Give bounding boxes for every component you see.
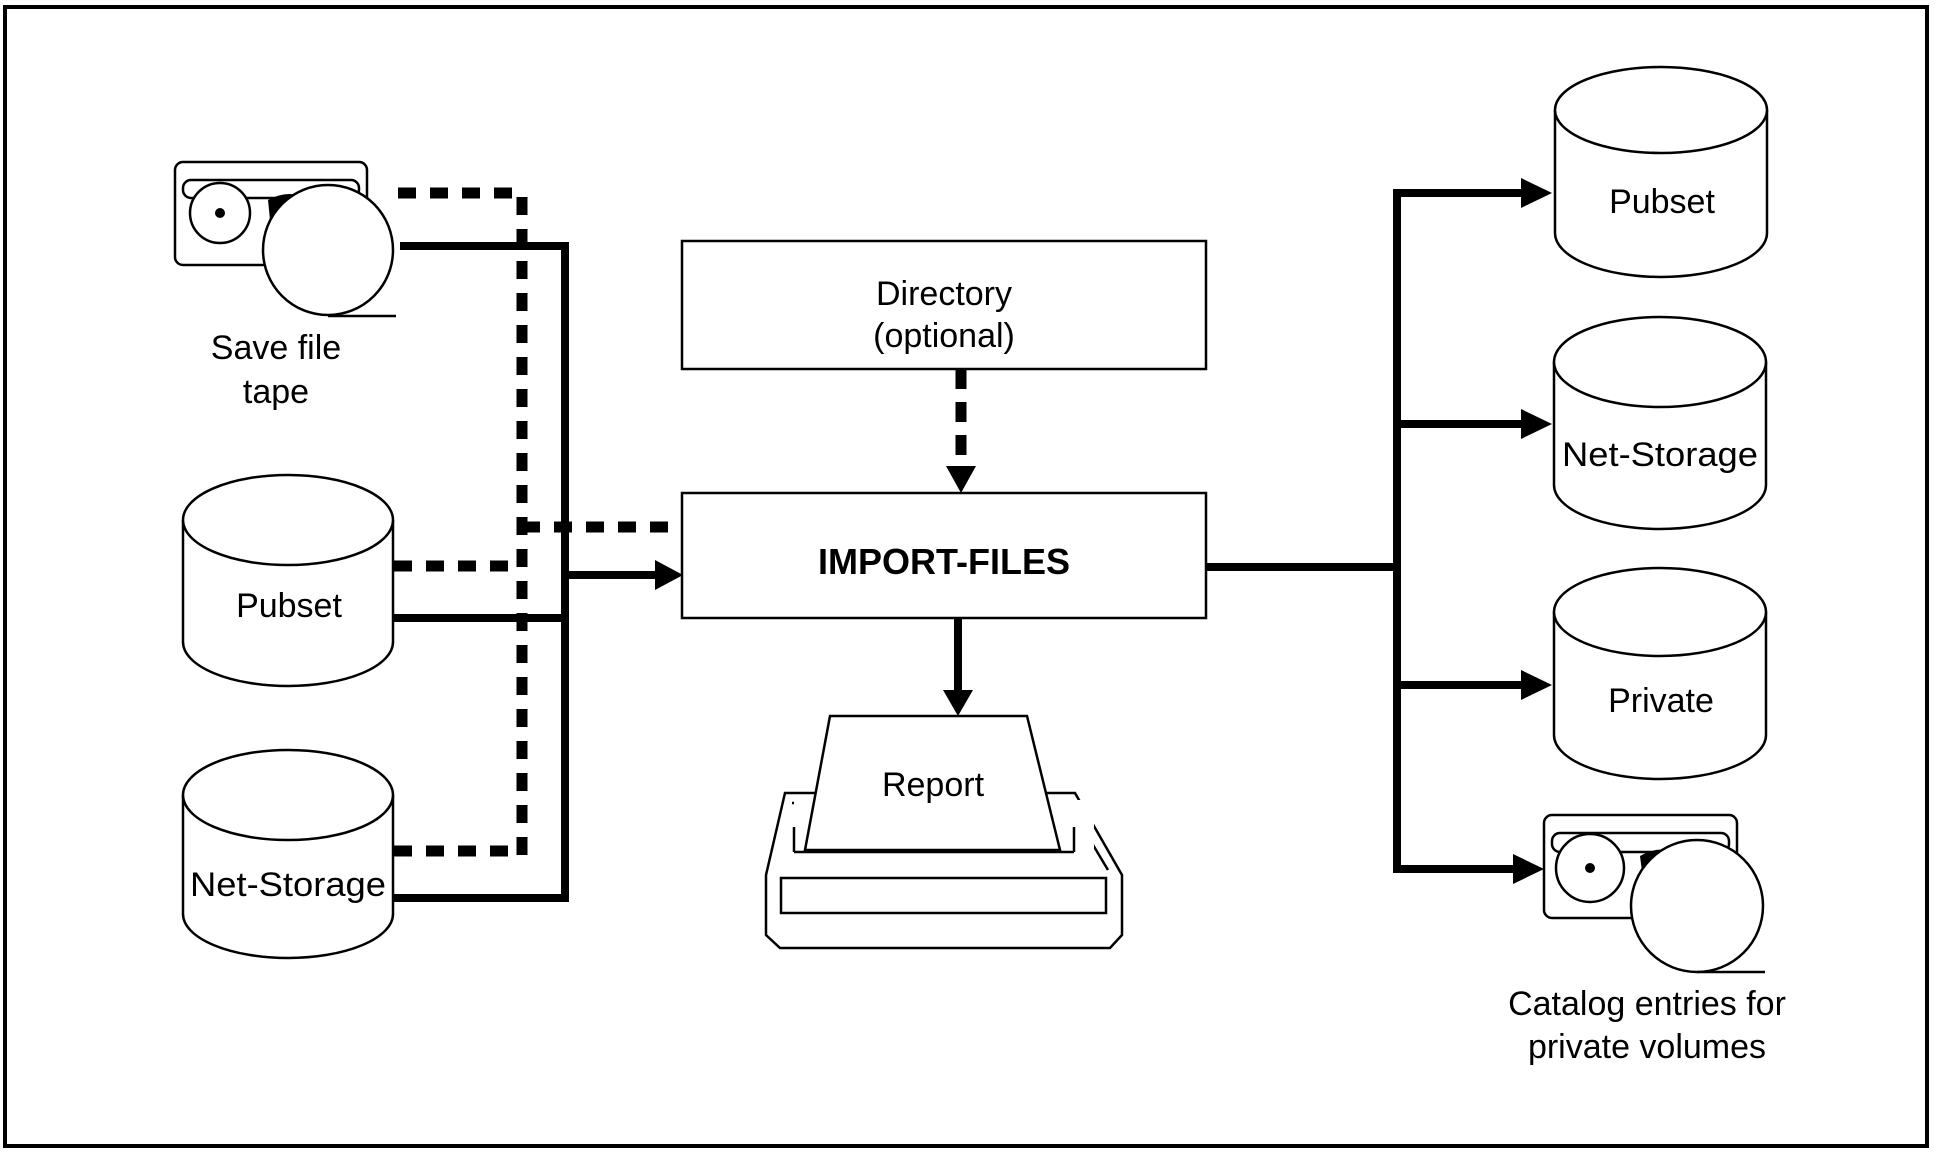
save-file-tape-label-line1: Save file [211, 329, 341, 367]
input-net-storage-label: Net-Storage [190, 866, 386, 904]
save-file-tape-label-line2: tape [243, 373, 309, 411]
dashed-input-connectors [394, 187, 683, 857]
output-pubset-label: Pubset [1609, 183, 1715, 221]
input-pubset-cylinder-icon [181, 473, 395, 688]
output-private-cylinder-icon [1552, 566, 1768, 781]
directory-to-import-arrow [946, 369, 976, 493]
import-to-report-arrow [943, 618, 973, 716]
directory-label-line1: Directory [876, 275, 1012, 313]
input-net-storage-cylinder-icon [181, 748, 395, 960]
directory-label-line2: (optional) [873, 317, 1015, 355]
import-files-box [680, 491, 1208, 620]
arrow-to-output-catalog-tape [1513, 854, 1544, 884]
diagram-frame [3, 5, 1929, 1148]
directory-box [680, 239, 1208, 371]
output-net-storage-cylinder-icon [1552, 315, 1768, 531]
import-files-label: IMPORT-FILES [818, 541, 1070, 582]
output-connectors [1206, 178, 1552, 884]
output-private-label: Private [1608, 682, 1714, 720]
report-sheet-icon [803, 714, 1062, 852]
arrow-to-output-net-storage [1521, 409, 1552, 439]
arrow-to-output-private [1521, 670, 1552, 700]
solid-input-connectors [394, 242, 683, 902]
input-pubset-label: Pubset [236, 587, 342, 625]
output-net-storage-label: Net-Storage [1562, 436, 1758, 474]
report-label: Report [882, 766, 985, 804]
arrow-into-import-files [655, 560, 683, 590]
catalog-tape-icon [1542, 813, 1765, 974]
output-pubset-cylinder-icon [1553, 65, 1769, 279]
catalog-tape-label-line2: private volumes [1528, 1028, 1766, 1066]
tape-icon [173, 160, 396, 318]
arrow-to-output-pubset [1521, 178, 1552, 208]
catalog-tape-label-line1: Catalog entries for [1508, 985, 1786, 1023]
